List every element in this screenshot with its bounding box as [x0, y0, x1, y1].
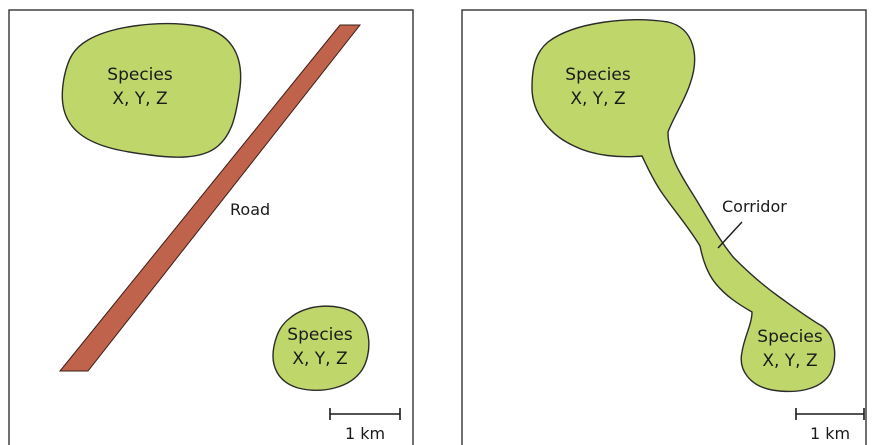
right-patch-large-xyz-label: X, Y, Z	[570, 89, 625, 109]
left-scale-bar	[330, 408, 400, 420]
corridor-label: Corridor	[722, 197, 787, 216]
right-patch-large-species-label: Species	[565, 65, 631, 85]
right-patch-small-xyz-label: X, Y, Z	[762, 351, 817, 371]
right-patch-small-species-label: Species	[757, 327, 823, 347]
left-patch-large-species-label: Species	[107, 65, 173, 85]
right-scale-bar	[796, 408, 864, 420]
left-panel: Species X, Y, Z Road Species X, Y, Z 1 k…	[9, 10, 413, 445]
left-patch-small-species-label: Species	[287, 325, 353, 345]
right-panel: Species X, Y, Z Corridor Species X, Y, Z…	[462, 10, 866, 445]
left-scale-label: 1 km	[345, 424, 385, 443]
right-scale-label: 1 km	[810, 424, 850, 443]
left-patch-large-xyz-label: X, Y, Z	[112, 89, 167, 109]
left-patch-small-xyz-label: X, Y, Z	[292, 349, 347, 369]
corridor-callout-line	[718, 222, 742, 248]
road-label: Road	[230, 200, 270, 219]
